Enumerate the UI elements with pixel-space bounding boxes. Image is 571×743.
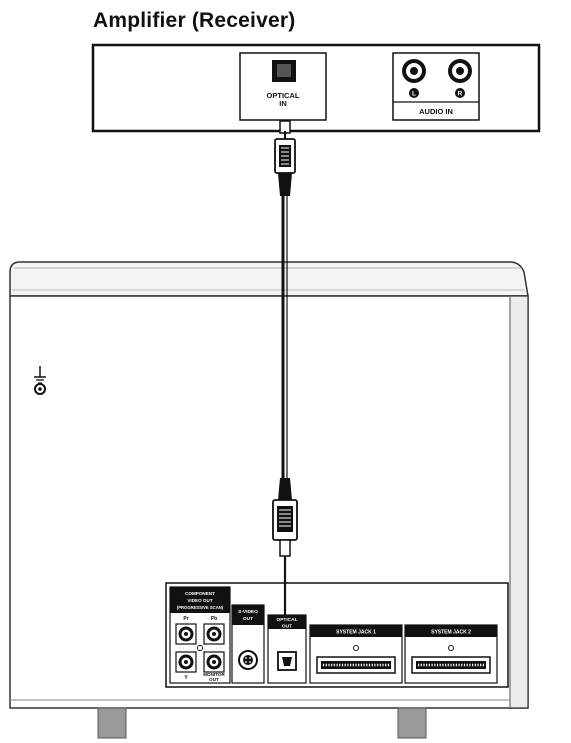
component-label-3: (PROGRESSIVE SCAN) — [177, 605, 224, 610]
s-video-out: S-VIDEO OUT — [231, 604, 265, 684]
optical-in-label-2: IN — [279, 99, 287, 108]
pr-label: Pr — [183, 616, 188, 622]
y-label: Y — [184, 675, 188, 681]
optical-plug-top — [274, 120, 296, 196]
pr-jack — [175, 623, 197, 645]
audio-in-left-jack — [402, 59, 426, 83]
monitor-label-1: MONITOR — [203, 672, 225, 677]
pb-label: Pb — [211, 616, 217, 622]
audio-in-right-jack — [448, 59, 472, 83]
component-label-1: COMPONENT — [185, 591, 215, 596]
optical-in-label-1: OPTICAL — [267, 91, 300, 100]
audio-in-label: AUDIO IN — [419, 107, 453, 116]
monitor-out-jack — [203, 651, 225, 673]
svideo-label-1: S-VIDEO — [238, 609, 258, 615]
left-badge: L — [412, 91, 416, 98]
right-badge: R — [458, 91, 463, 98]
system-jack-2-label: SYSTEM JACK 2 — [431, 630, 471, 636]
system-jack-1: SYSTEM JACK 1 — [309, 624, 403, 684]
rear-connector-panel: COMPONENT VIDEO OUT (PROGRESSIVE SCAN) P… — [165, 582, 509, 688]
system-jack-1-label: SYSTEM JACK 1 — [336, 630, 376, 636]
optical-out-label-1: OPTICAL — [276, 617, 297, 623]
pb-jack — [203, 623, 225, 645]
amplifier-panel: OPTICAL IN L R AUDIO IN — [91, 43, 541, 133]
y-jack — [175, 651, 197, 673]
component-video-out: COMPONENT VIDEO OUT (PROGRESSIVE SCAN) P… — [169, 586, 231, 684]
left-foot — [97, 707, 127, 739]
system-jack-2: SYSTEM JACK 2 — [404, 624, 498, 684]
monitor-label-2: OUT — [209, 677, 219, 682]
ground-terminal-left-icon — [34, 366, 46, 395]
svideo-label-2: OUT — [243, 616, 253, 622]
component-label-2: VIDEO OUT — [187, 598, 212, 603]
optical-out: OPTICAL OUT — [267, 614, 307, 684]
optical-out-label-2: OUT — [282, 624, 292, 630]
optical-plug-bottom — [272, 478, 298, 615]
right-foot — [397, 707, 427, 739]
diagram-title: Amplifier (Receiver) — [93, 9, 296, 32]
main-unit — [9, 261, 529, 739]
optical-cable — [281, 196, 288, 478]
